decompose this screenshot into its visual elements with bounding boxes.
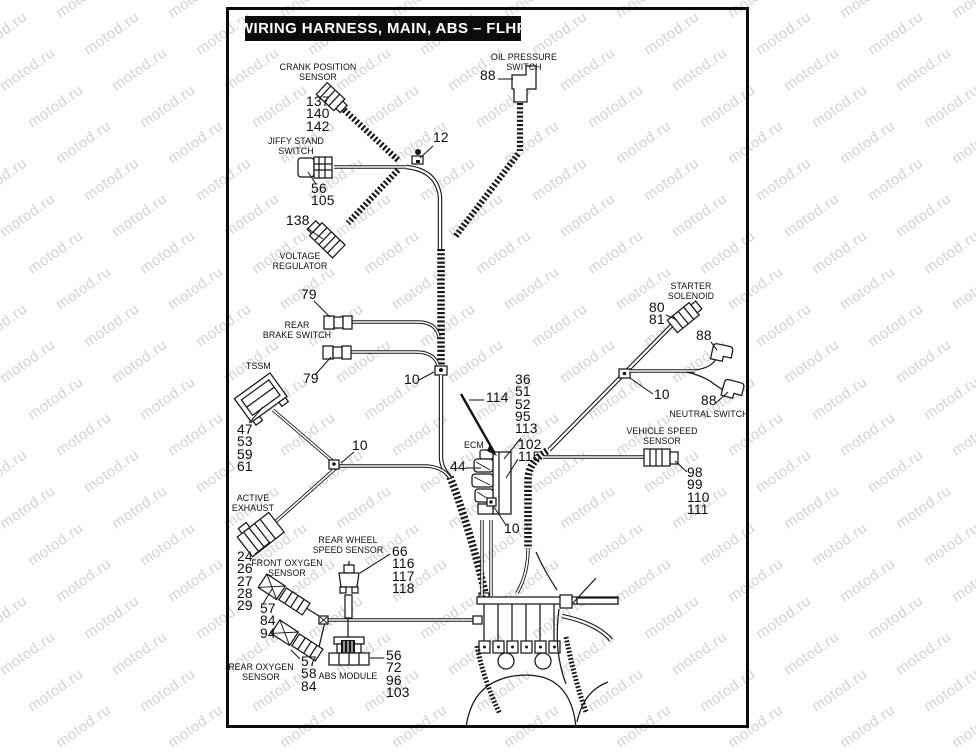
tssm-callouts: 47 53 59 61 [237,422,253,474]
ring-terminal-top-callout: 88 [696,328,712,343]
rear-wheel-speed-sensor-part [338,561,360,640]
harness-diagram-art [233,65,745,728]
oil-pressure-switch-label: OIL PRESSURE SWITCH [491,52,557,73]
abs-module-part [328,636,370,666]
labels-layer: CRANK POSITION SENSOR OIL PRESSURE SWITCH… [228,52,749,700]
rear-wheel-callouts: 66 116 117 118 [392,544,415,596]
rear-oxygen-callouts: 57 58 84 [301,654,317,694]
vehicle-speed-sensor-label: VEHICLE SPEED SENSOR [626,426,698,447]
clip-12 [411,149,424,165]
diagram-title: WIRING HARNESS, MAIN, ABS – FLHP [238,20,528,37]
antenna-probe-114 [459,393,497,456]
rear-brake-switch-label: REAR BRAKE SWITCH [262,320,332,341]
ecm-callout: 44 [450,459,466,474]
active-exhaust-part [236,466,338,558]
tssm-part [233,372,338,466]
ring-terminal-bottom-callout: 88 [701,393,717,408]
oil-pressure-switch-callout: 88 [480,68,496,83]
rear-oxygen-sensor-label: REAR OXYGEN SENSOR [228,662,294,683]
oil-pressure-switch-part [452,65,537,239]
ecm-clip-callout: 10 [504,521,520,536]
front-oxygen-connector-callouts: 24 26 27 28 29 [237,549,253,614]
tssm-label: TSSM [246,361,271,371]
voltage-regulator-label: VOLTAGE REGULATOR [272,251,328,272]
front-oxygen-sensor-label: FRONT OXYGEN SENSOR [251,558,323,579]
trunk-clip-callout: 10 [404,372,420,387]
crank-position-sensor-part [315,81,402,164]
front-oxygen-sensor-part [257,573,325,620]
abs-module-label: ABS MODULE [318,671,378,681]
rear-brake-bottom-callout: 79 [303,371,319,386]
neutral-switch-label: NEUTRAL SWITCH [669,409,749,419]
engine-cluster [465,577,619,728]
crank-position-sensor-callouts: 137 140 142 [306,94,330,134]
voltage-regulator-callout: 138 [286,213,310,228]
active-exhaust-label: ACTIVE EXHAUST [231,493,275,514]
tssm-junction [328,459,452,479]
vehicle-speed-sensor-part [543,448,679,467]
ecm-connector-callouts: 36 51 52 95 113 [515,372,538,437]
leader-lines [248,78,729,660]
jiffy-stand-switch-callouts: 56 105 [311,181,335,209]
rear-brake-top-callout: 79 [301,287,317,302]
rear-oxygen-sensor-part [270,619,326,662]
starter-clip-callout: 10 [654,387,670,402]
abs-module-callouts: 56 72 96 103 [386,648,410,700]
ecm-label: ECM [464,440,484,450]
vehicle-speed-callouts: 98 99 110 111 [687,465,710,517]
clip-12-callout: 12 [433,130,449,145]
rear-brake-switch-parts [322,315,441,366]
diagram-title-bar: WIRING HARNESS, MAIN, ABS – FLHP [239,16,527,41]
jiffy-stand-switch-part [297,156,443,250]
diagram-frame [226,7,749,728]
jiffy-stand-switch-label: JIFFY STAND SWITCH [267,136,325,157]
rear-wheel-speed-sensor-label: REAR WHEEL SPEED SENSOR [312,535,384,556]
starter-solenoid-callouts: 80 81 [649,300,665,328]
tssm-junction-callout: 10 [352,438,368,453]
front-oxygen-callouts: 57 84 94 [260,601,276,641]
ecm-part [471,449,512,596]
antenna-callout: 114 [486,390,509,405]
ecm-side-callouts: 102 115 [518,437,542,465]
crank-position-sensor-label: CRANK POSITION SENSOR [279,62,357,83]
lower-bus-line [318,615,483,625]
starter-solenoid-branch [515,300,703,594]
starter-solenoid-label: STARTER SOLENOID [667,281,715,302]
